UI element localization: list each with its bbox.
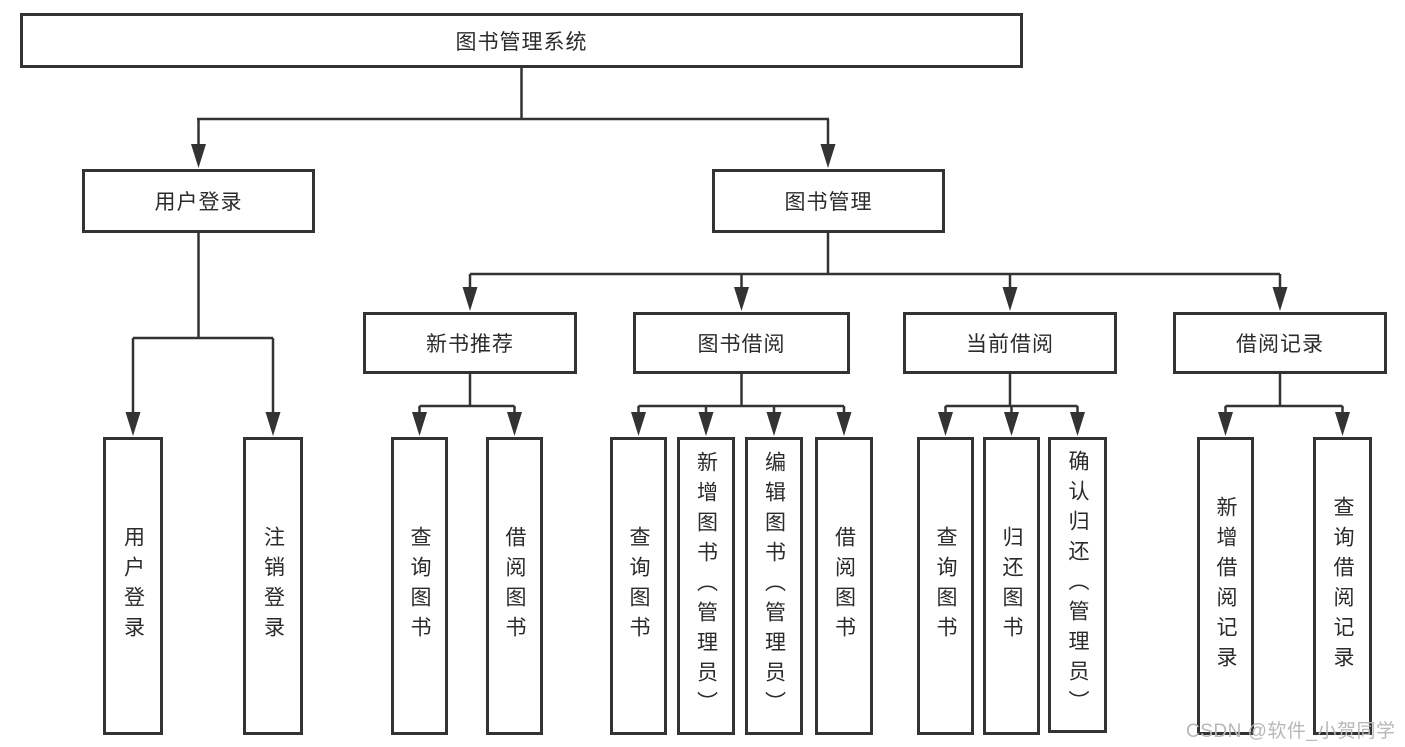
node-book-management: 图书管理 (712, 169, 945, 233)
node-label: 图书管理 (784, 191, 873, 214)
node-system-root: 图书管理系统 (20, 13, 1023, 68)
leaf-query-books: 查询图书 (917, 437, 974, 735)
node-label: 借阅图书 (832, 526, 856, 646)
leaf-user-login: 用户登录 (103, 437, 163, 735)
leaf-borrow-books: 借阅图书 (815, 437, 873, 735)
node-label: 图书借阅 (697, 333, 786, 356)
node-label: 新增图书（管理员） (694, 451, 718, 721)
node-label: 借阅图书 (503, 526, 526, 646)
leaf-add-book-admin: 新增图书（管理员） (677, 437, 735, 735)
node-label: 注销登录 (261, 526, 285, 646)
node-label: 借阅记录 (1236, 333, 1324, 356)
leaf-add-borrow-record: 新增借阅记录 (1197, 437, 1254, 735)
leaf-edit-book-admin: 编辑图书（管理员） (745, 437, 803, 735)
node-user-login: 用户登录 (82, 169, 315, 233)
node-label: 确认归还（管理员） (1066, 450, 1089, 720)
node-label: 图书管理系统 (455, 30, 588, 54)
leaf-confirm-return-admin: 确认归还（管理员） (1048, 437, 1107, 733)
node-borrowing-records: 借阅记录 (1173, 312, 1387, 374)
node-label: 查询图书 (408, 526, 431, 646)
node-label: 新增借阅记录 (1214, 496, 1237, 676)
node-label: 当前借阅 (966, 333, 1054, 356)
node-label: 查询图书 (934, 526, 957, 646)
leaf-query-books: 查询图书 (610, 437, 667, 735)
node-label: 查询图书 (627, 526, 650, 646)
node-label: 编辑图书（管理员） (762, 451, 786, 721)
leaf-borrow-books: 借阅图书 (486, 437, 543, 735)
leaf-logout: 注销登录 (243, 437, 303, 735)
node-label: 用户登录 (154, 191, 243, 214)
leaf-query-books: 查询图书 (391, 437, 448, 735)
node-book-borrowing: 图书借阅 (633, 312, 850, 374)
leaf-query-borrow-record: 查询借阅记录 (1313, 437, 1372, 735)
node-new-book-recommend: 新书推荐 (363, 312, 577, 374)
node-current-borrowing: 当前借阅 (903, 312, 1117, 374)
node-label: 用户登录 (121, 526, 145, 646)
node-label: 查询借阅记录 (1331, 496, 1354, 676)
csdn-watermark: CSDN @软件_小贺同学 (1186, 721, 1396, 742)
node-label: 归还图书 (1000, 526, 1023, 646)
node-label: 新书推荐 (426, 333, 514, 356)
leaf-return-book: 归还图书 (983, 437, 1040, 735)
